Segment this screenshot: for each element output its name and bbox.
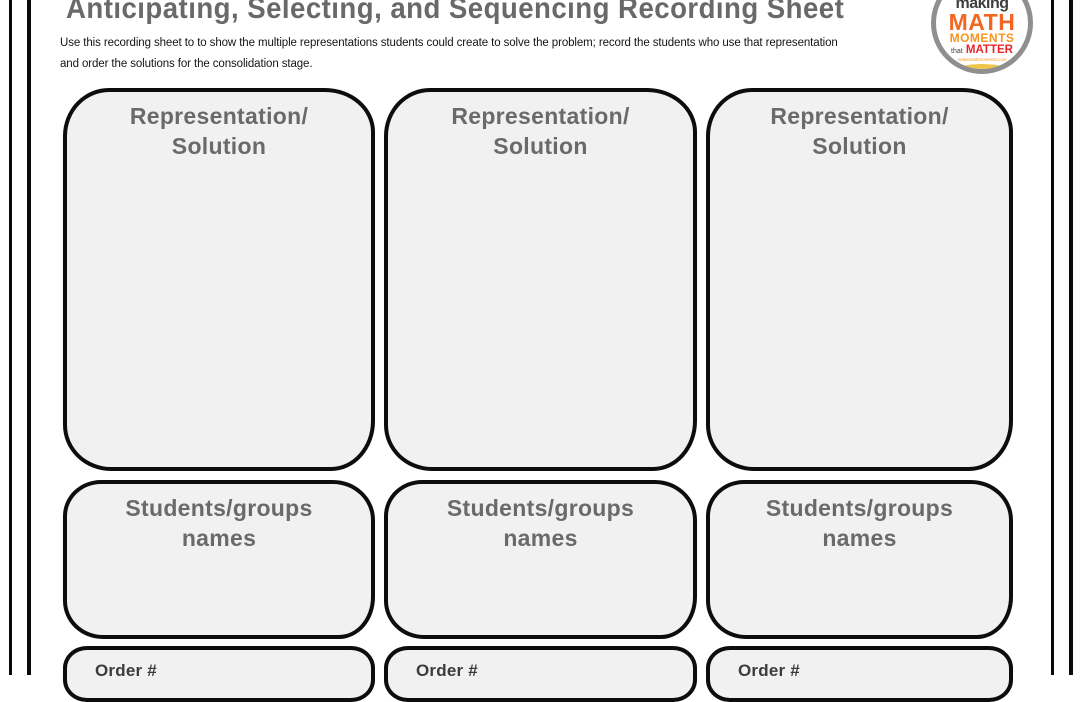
- students-groups-names-box: Students/groups names: [384, 480, 697, 639]
- students-groups-names-box: Students/groups names: [63, 480, 375, 639]
- representation-solution-box: Representation/ Solution: [384, 88, 697, 471]
- students-groups-names-label: Students/groups names: [125, 495, 313, 551]
- page-frame-line-right-inner: [1051, 0, 1054, 675]
- order-number-box: Order #: [384, 646, 697, 702]
- order-number-label: Order #: [95, 661, 157, 680]
- representation-solution-label: Representation/ Solution: [129, 103, 309, 159]
- column-3: Representation/ Solution Students/groups…: [706, 0, 1013, 702]
- making-math-moments-logo: making MATH MOMENTS that MATTER makemath…: [931, 0, 1033, 74]
- logo-word-matter: MATTER: [965, 44, 1013, 56]
- page-title: Anticipating, Selecting, and Sequencing …: [66, 0, 845, 25]
- order-number-label: Order #: [738, 661, 800, 680]
- logo-url-text: makemathmoments.com: [957, 57, 1007, 62]
- logo-word-math: MATH: [948, 9, 1016, 35]
- page-frame-line-left-outer: [9, 0, 12, 675]
- order-number-box: Order #: [63, 646, 375, 702]
- representation-solution-box: Representation/ Solution: [706, 88, 1013, 471]
- order-number-box: Order #: [706, 646, 1013, 702]
- representation-solution-label: Representation/ Solution: [770, 103, 949, 159]
- logo-word-that-matter: that MATTER: [936, 44, 1028, 57]
- logo-word-that: that: [951, 48, 963, 55]
- logo-yellow-crescent: [938, 64, 1026, 69]
- representation-solution-box: Representation/ Solution: [63, 88, 375, 471]
- column-2: Representation/ Solution Students/groups…: [384, 0, 697, 702]
- page-frame-line-left-inner: [27, 0, 31, 675]
- page-frame-line-right-outer: [1069, 0, 1073, 675]
- column-1: Representation/ Solution Students/groups…: [63, 0, 375, 702]
- logo-word-moments: MOMENTS: [949, 31, 1015, 45]
- instructions-text: Use this recording sheet to to show the …: [60, 37, 838, 70]
- students-groups-names-box: Students/groups names: [706, 480, 1013, 639]
- order-number-label: Order #: [416, 661, 478, 680]
- students-groups-names-label: Students/groups names: [446, 495, 635, 551]
- logo-word-making: making: [955, 0, 1009, 12]
- students-groups-names-label: Students/groups names: [765, 495, 954, 551]
- representation-solution-label: Representation/ Solution: [451, 103, 630, 159]
